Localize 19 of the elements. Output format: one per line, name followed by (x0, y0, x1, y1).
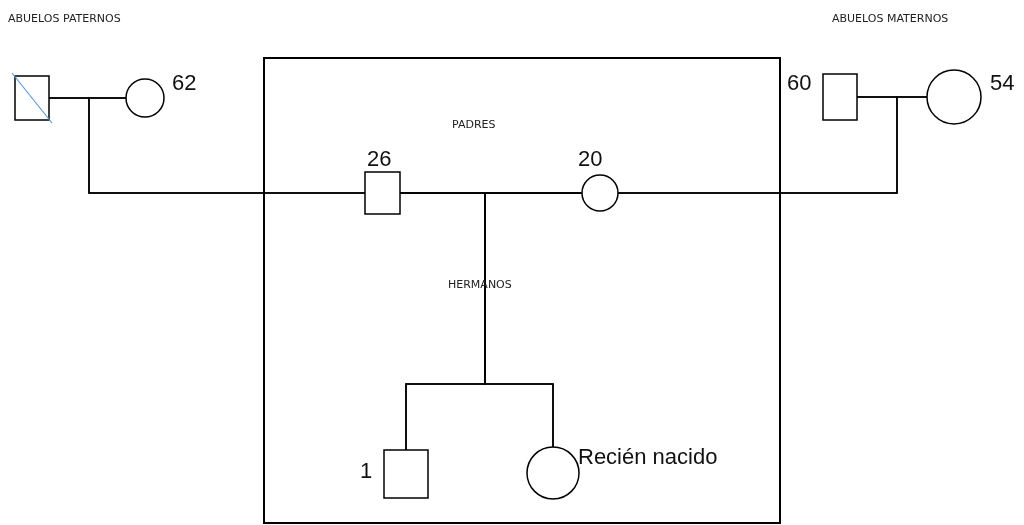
female-circle (581, 174, 619, 212)
age-label: 1 (360, 460, 373, 482)
deceased-male-square (10, 71, 54, 125)
generation-label: PADRES (452, 118, 496, 131)
male-square (383, 449, 429, 499)
age-label: 60 (787, 72, 812, 94)
female-circle (125, 78, 165, 118)
age-label: 54 (990, 72, 1015, 94)
male-square (364, 171, 401, 215)
connector-line (484, 192, 583, 448)
female-circle (926, 69, 982, 125)
male-square (822, 73, 858, 121)
generation-label: ABUELOS MATERNOS (832, 12, 949, 25)
age-label: 62 (172, 72, 197, 94)
generation-label: ABUELOS PATERNOS (8, 12, 121, 25)
age-label: 26 (367, 148, 392, 170)
age-label: 20 (578, 148, 603, 170)
age-label: Recién nacido (578, 446, 718, 468)
female-circle (526, 446, 580, 500)
